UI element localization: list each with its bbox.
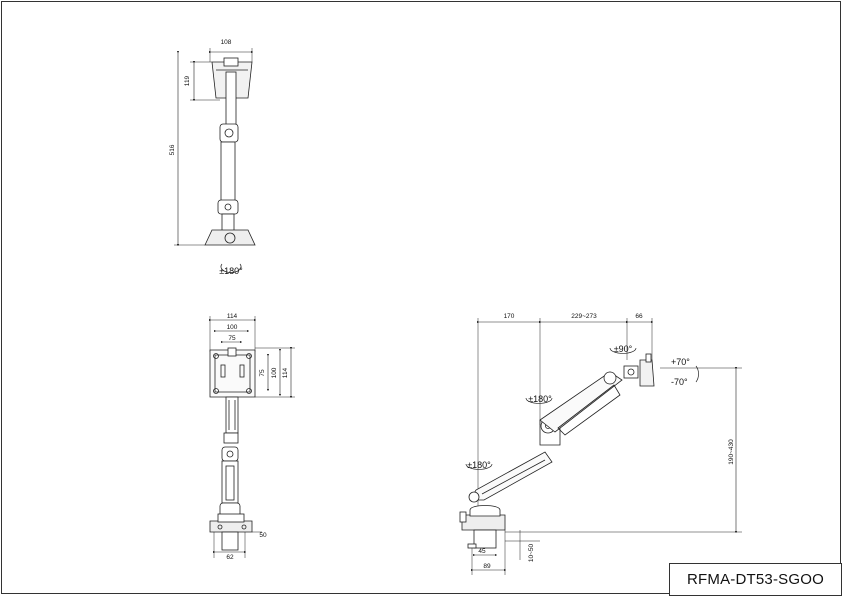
front-view [208, 316, 295, 558]
reach-2-label: 229~273 [571, 313, 597, 320]
tilt-up-label: +70° [671, 357, 690, 367]
arm-rotation-symbols [465, 347, 699, 470]
desk-thickness-label: 10~50 [528, 543, 535, 562]
side-head-height-label: 119 [184, 75, 191, 86]
model-number: RFMA-DT53-SGOO [687, 571, 824, 588]
head-rotation-label: ±90° [614, 344, 633, 354]
front-vesa-75-v-label: 75 [259, 369, 266, 377]
front-vesa-100-v-label: 100 [271, 367, 278, 378]
clamp-45-label: 45 [478, 548, 486, 555]
head-offset-label: 66 [635, 313, 643, 320]
tilt-down-label: -70° [671, 377, 688, 387]
side-base-rotation: ±180° [219, 263, 243, 276]
front-base-depth-label: 62 [226, 554, 234, 561]
front-overall-width-label: 114 [227, 313, 238, 320]
clamp-89-label: 89 [483, 563, 491, 570]
side-total-height-label: 516 [169, 144, 176, 155]
height-range-label: 190~430 [728, 439, 735, 465]
front-overall-height-label: 114 [282, 367, 289, 378]
reach-1-label: 170 [504, 313, 515, 320]
front-base-side-label: 50 [259, 532, 267, 539]
arm-view [459, 318, 742, 575]
elbow-rotation-label: ±180° [528, 394, 552, 404]
side-view [174, 48, 256, 247]
side-rotation-label: ±180° [219, 266, 243, 276]
side-width-label: 108 [221, 39, 232, 46]
front-vesa-75-label: 75 [228, 335, 236, 342]
front-dimension-labels: 114 100 75 75 100 114 62 50 [226, 313, 289, 561]
side-dimension-labels: 108 119 516 [169, 39, 232, 155]
front-vesa-100-label: 100 [227, 324, 238, 331]
arm-labels: 170 229~273 66 ±90° ±180° ±180° +70° -70… [467, 313, 735, 570]
base-rotation-label: ±180° [467, 460, 491, 470]
model-title-block: RFMA-DT53-SGOO [669, 563, 842, 596]
